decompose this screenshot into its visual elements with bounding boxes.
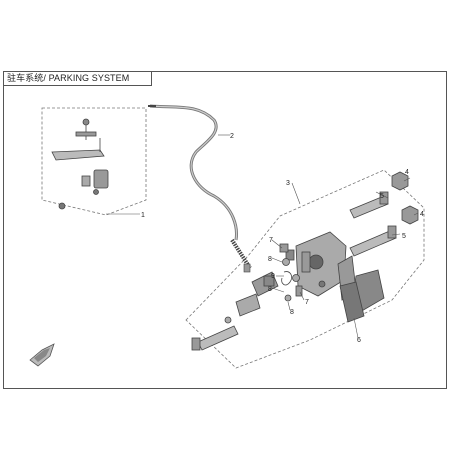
direction-arrow-icon (29, 343, 55, 367)
pushrod-assembly (191, 271, 279, 351)
caliper-body (285, 231, 347, 297)
callout-2: 2 (230, 133, 234, 140)
guide-bolts (349, 191, 397, 257)
small-hardware (279, 243, 303, 302)
lever-group-outline (41, 107, 147, 216)
callout-4a: 4 (405, 169, 409, 176)
callout-3: 3 (286, 180, 290, 187)
callout-5b: 5 (402, 233, 406, 240)
callout-8c: 8 (290, 309, 294, 316)
callout-9: 9 (271, 273, 275, 280)
callout-1: 1 (141, 212, 145, 219)
callout-4b: 4 (420, 211, 424, 218)
adjuster-nuts (391, 171, 419, 225)
parking-lever (51, 118, 109, 210)
callout-7b: 7 (305, 299, 309, 306)
brake-pads (337, 255, 385, 323)
diagram-title: 驻车系统/ PARKING SYSTEM (3, 71, 152, 86)
callout-8a: 8 (268, 256, 272, 263)
caliper-group-outline (185, 169, 425, 369)
callout-8b: 8 (268, 286, 272, 293)
callout-6: 6 (357, 337, 361, 344)
callout-5a: 5 (380, 193, 384, 200)
leader-lines (106, 134, 419, 339)
diagram-frame (3, 71, 447, 389)
parking-cable (148, 104, 252, 273)
callout-7a: 7 (269, 237, 273, 244)
